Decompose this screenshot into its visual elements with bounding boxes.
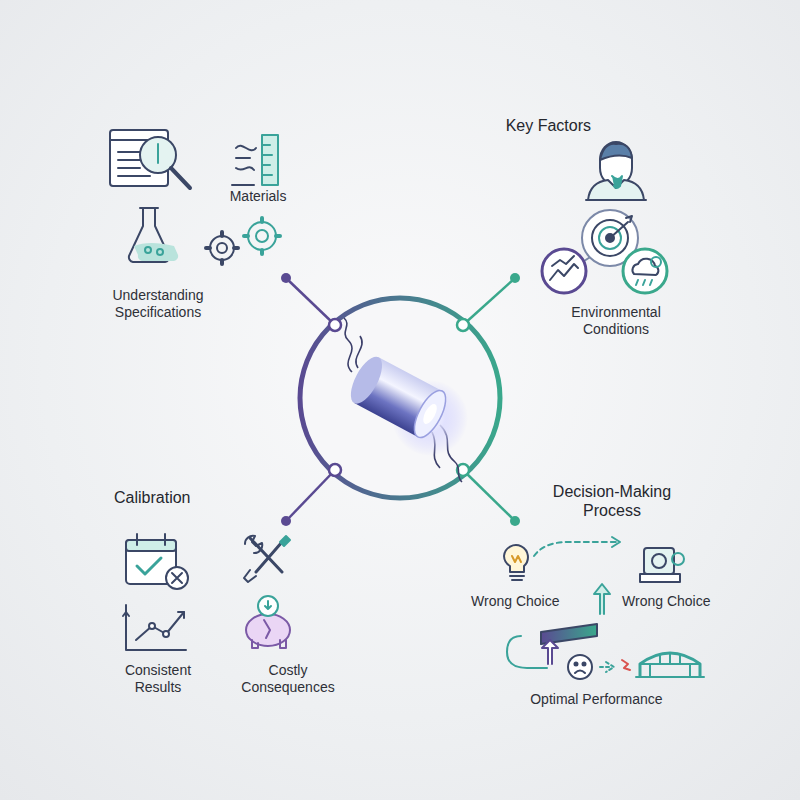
cylinder-component [344,318,468,482]
section-heading: Calibration [114,488,191,507]
section-label: Wrong Choice [622,593,711,610]
section-label: Understanding Specifications [88,287,228,321]
key-factors-icons [542,142,667,293]
central-ring [300,298,500,498]
spokes [281,273,520,526]
section-label: Consistent Results [108,662,208,696]
section-label: Wrong Choice [471,593,560,610]
section-label: Optimal Performance [530,691,663,708]
calibration-icons [123,534,290,650]
section-label: Environmental Conditions [546,304,686,338]
section-label: Materials [230,188,287,205]
section-heading: Decision-Making Process [527,482,697,520]
section-heading: Key Factors [505,116,591,135]
section-label: Costly Consequences [233,662,343,696]
